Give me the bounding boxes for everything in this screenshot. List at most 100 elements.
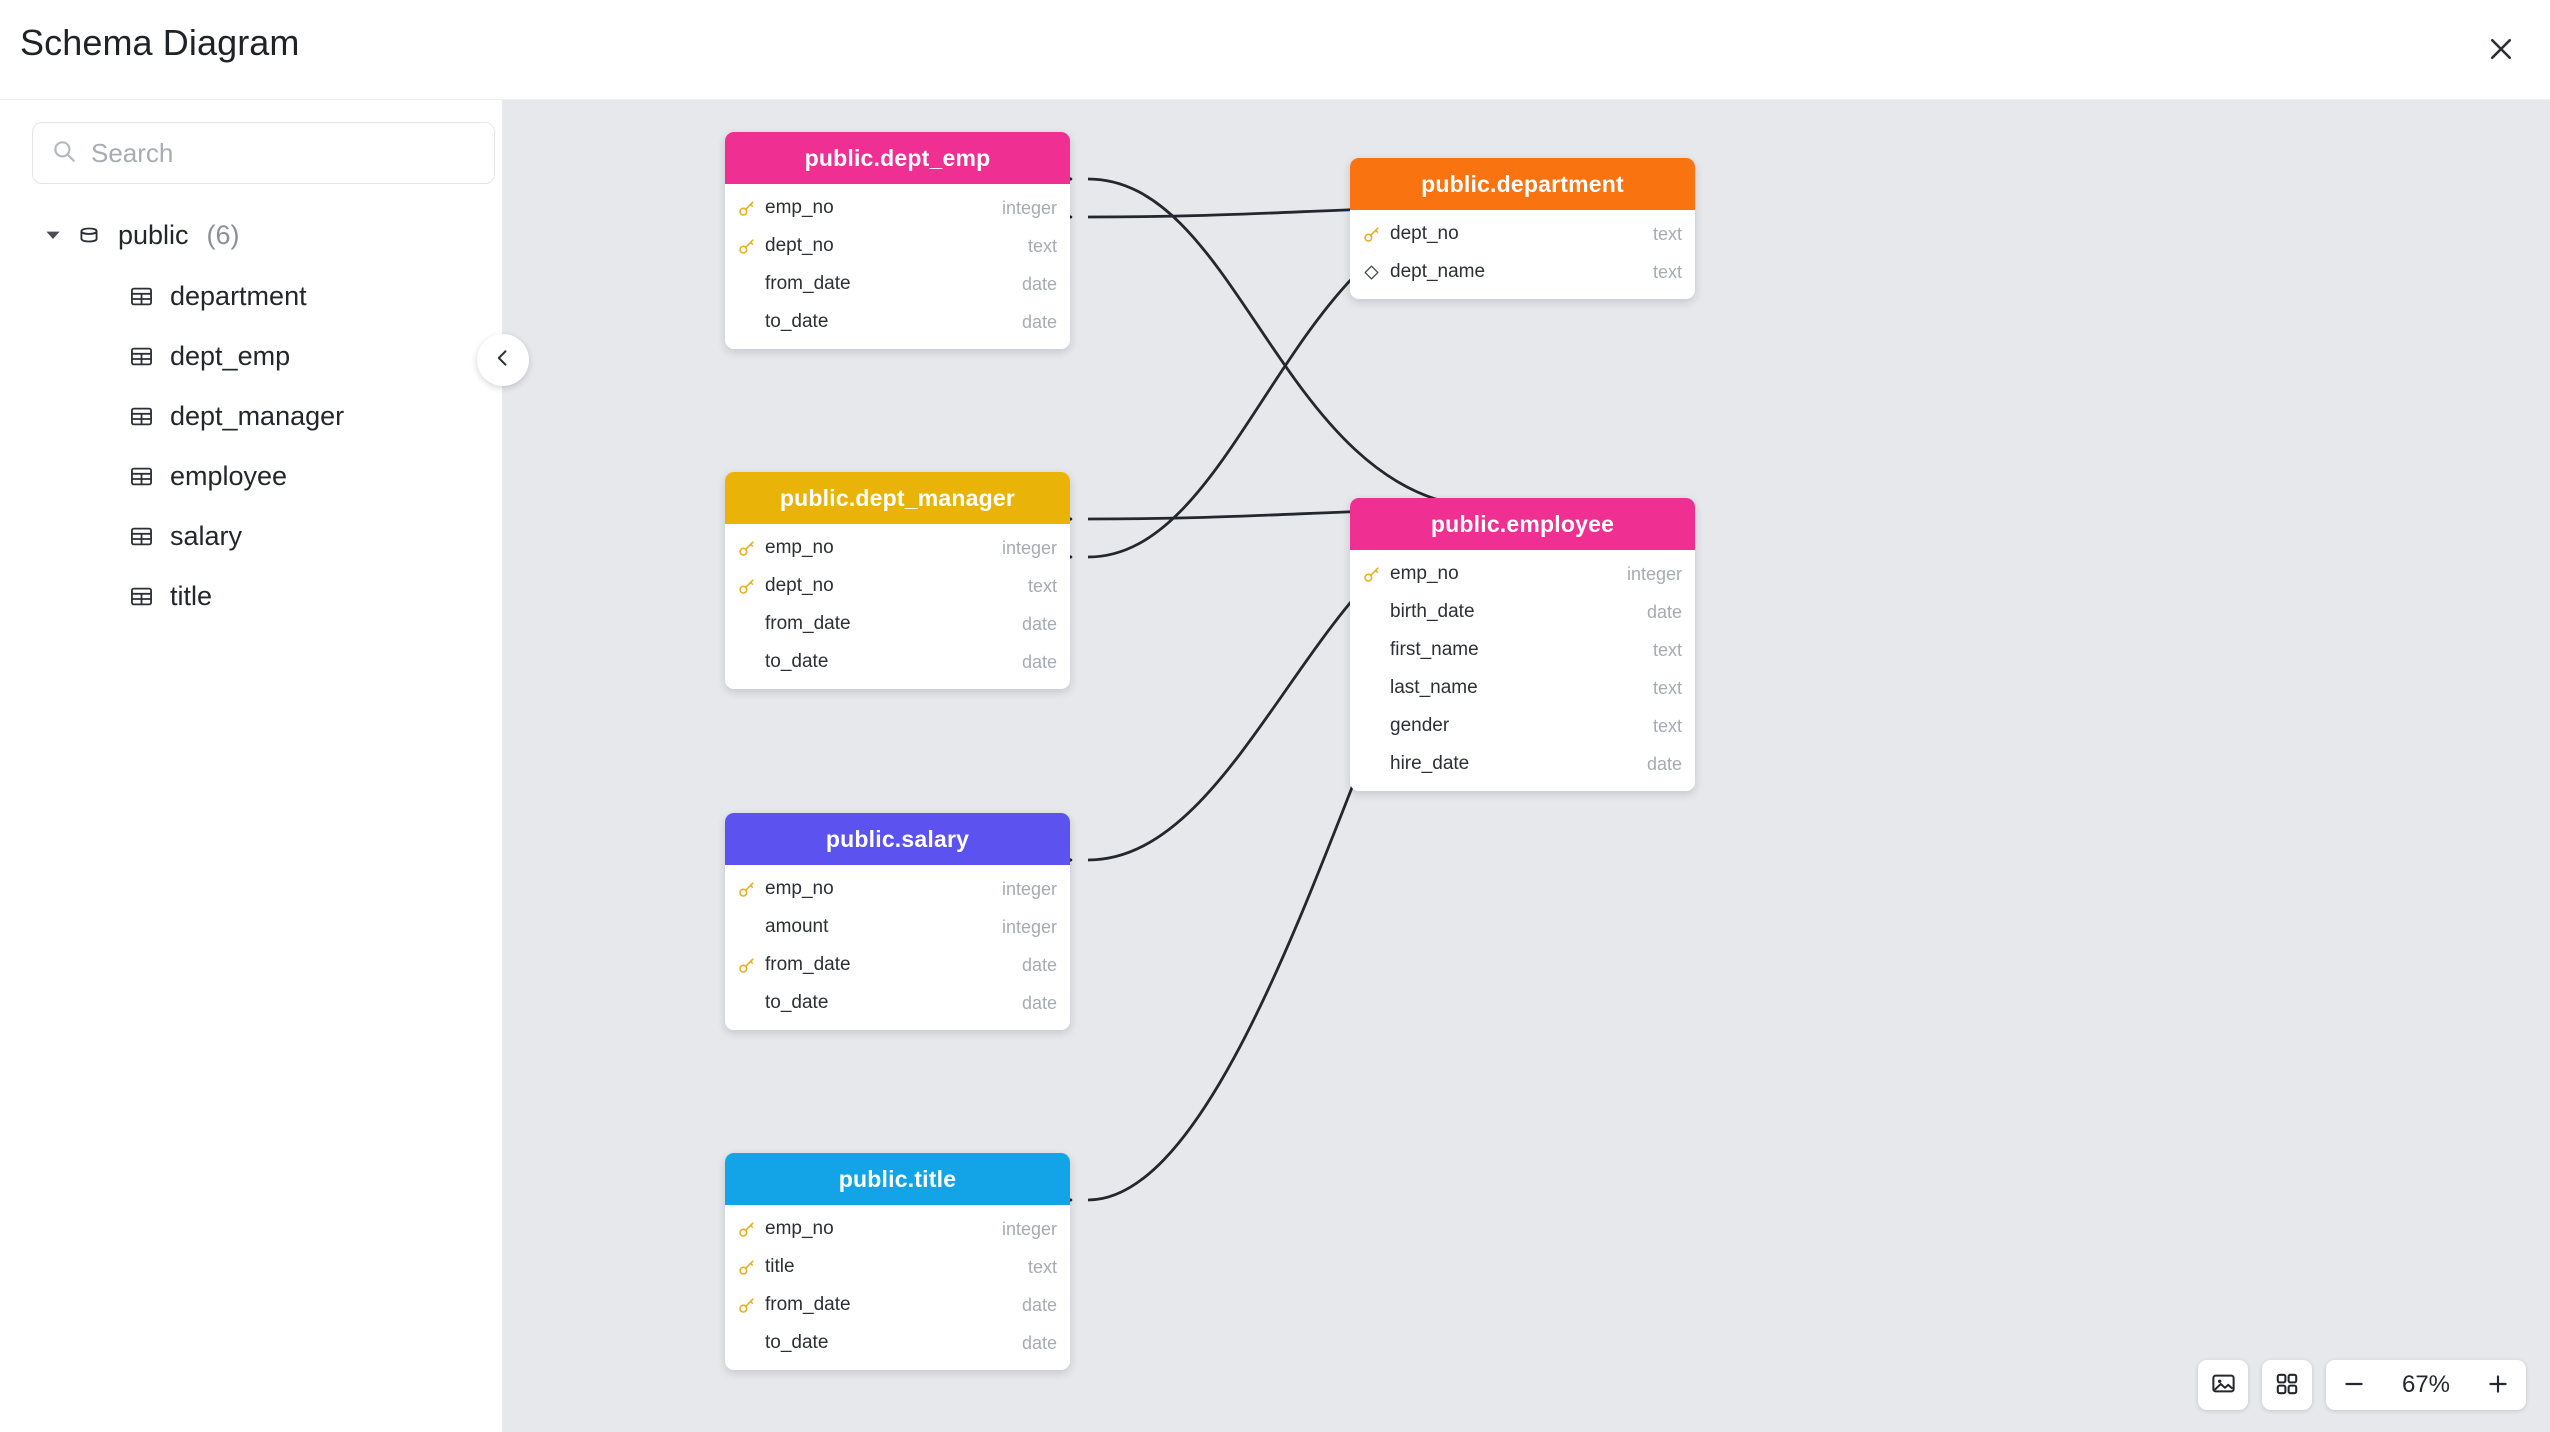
zoom-out-button[interactable] [2326,1360,2382,1410]
sidebar-item-dept_emp[interactable]: dept_emp [0,326,503,386]
field-name: hire_date [1390,753,1470,774]
field-name: emp_no [765,537,834,558]
page-title: Schema Diagram [20,22,300,63]
table-icon [128,403,155,430]
field-name: to_date [765,992,829,1013]
field-name: emp_no [765,878,834,899]
field-type: integer [1001,1218,1057,1239]
caret-down-icon[interactable] [42,227,64,243]
sidebar-item-department[interactable]: department [0,266,503,326]
field-name: dept_no [765,575,834,596]
tree-schema-public[interactable]: public (6) [0,204,503,266]
field-type: date [1646,753,1682,774]
sidebar-item-title[interactable]: title [0,566,503,626]
field-no-icon [1361,640,1381,660]
diamond-icon [1361,262,1381,282]
search-box[interactable] [32,122,495,184]
zoom-level-label: 67% [2401,1371,2451,1398]
table-field-row[interactable]: from_date date [725,946,1070,984]
sidebar-item-label: department [170,280,307,311]
field-name: amount [765,916,829,937]
field-name: from_date [765,954,851,975]
zoom-control-group: 67% [2326,1360,2526,1410]
close-button[interactable] [2474,22,2528,76]
table-field-row[interactable]: to_date date [725,984,1070,1022]
field-name: emp_no [1390,563,1459,584]
export-image-button[interactable] [2198,1360,2248,1410]
field-name: last_name [1390,677,1478,698]
field-name: from_date [765,613,851,634]
field-type: text [1652,223,1682,244]
schema-name: public [118,219,189,250]
field-name: emp_no [765,197,834,218]
table-node-header[interactable]: public.dept_emp [725,132,1070,184]
table-node-header[interactable]: public.department [1350,158,1695,210]
field-type: date [1021,273,1057,294]
key-icon [736,1219,756,1239]
field-name: to_date [765,311,829,332]
field-type: text [1027,235,1057,256]
sidebar-item-dept_manager[interactable]: dept_manager [0,386,503,446]
table-node-header[interactable]: public.salary [725,813,1070,865]
field-type: date [1021,954,1057,975]
field-no-icon [1361,678,1381,698]
table-node-header[interactable]: public.dept_manager [725,472,1070,524]
search-input[interactable] [91,137,476,169]
chevron-left-icon [493,348,513,373]
table-icon [128,583,155,610]
field-type: text [1027,575,1057,596]
table-field-row[interactable]: hire_date date [1350,745,1695,783]
database-icon [76,222,106,248]
table-node-header[interactable]: public.employee [1350,498,1695,550]
table-icon [128,523,155,550]
table-field-row[interactable]: emp_no integer [725,529,1070,567]
key-icon [736,1257,756,1277]
field-type: date [1021,992,1057,1013]
table-field-row[interactable]: dept_no text [725,567,1070,605]
sidebar-item-salary[interactable]: salary [0,506,503,566]
table-node-header[interactable]: public.title [725,1153,1070,1205]
field-no-icon [1361,716,1381,736]
close-icon [2486,34,2516,64]
field-type: date [1021,1294,1057,1315]
key-icon [1361,224,1381,244]
zoom-in-button[interactable] [2470,1360,2526,1410]
field-type: integer [1001,537,1057,558]
sidebar-collapse-button[interactable] [477,334,529,386]
key-icon [736,955,756,975]
auto-layout-button[interactable] [2262,1360,2312,1410]
sidebar-item-employee[interactable]: employee [0,446,503,506]
